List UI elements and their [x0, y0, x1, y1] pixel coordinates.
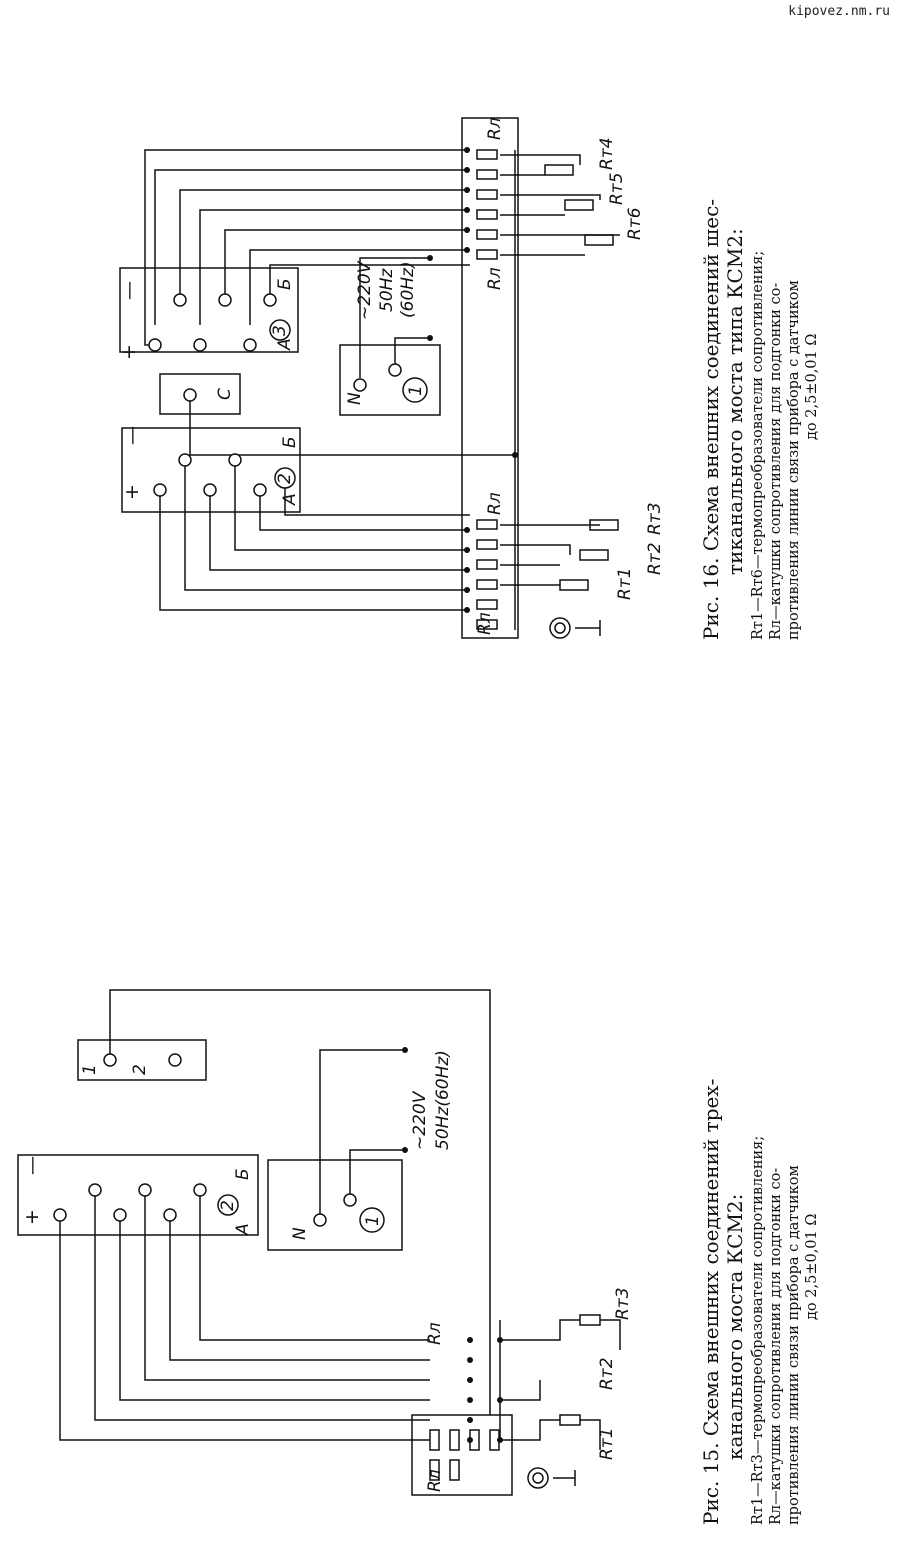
label-plus-fig15: + — [21, 1209, 43, 1225]
supply-line-3-fig16: (60Hz) — [398, 261, 418, 318]
figure-15-caption: Рис. 15. Схема внешних соединений трех- … — [699, 1079, 820, 1525]
box-output-fig15 — [77, 1039, 207, 1081]
fig15-caption-text-3: противления линии связи прибора с датчик… — [786, 1165, 802, 1525]
device-box-3 — [119, 267, 299, 353]
power-box-1 — [339, 344, 441, 416]
sensors-rt1-rt3 — [500, 519, 619, 591]
ground-symbol-fig15 — [527, 1467, 549, 1489]
circle-label-1-fig16: 1 — [406, 385, 426, 396]
label-n-fig16: N — [345, 392, 365, 405]
label-a-box2: А — [280, 493, 300, 506]
label-rt1-fig15: Rт1 — [597, 1427, 617, 1460]
figure-16-schematic — [119, 117, 620, 639]
label-n-fig15: N — [290, 1227, 310, 1240]
label-b-box2: Б — [280, 436, 300, 448]
fig15-caption-text-2: Rл—катушки сопротивления для подгонки со… — [768, 1168, 784, 1525]
label-a-fig15: А — [233, 1223, 253, 1236]
label-rt2-fig16: Rт2 — [645, 542, 665, 575]
label-rl-top: Rл — [485, 117, 505, 140]
fig16-caption-text-2: Rл—катушки сопротивления для подгонки со… — [768, 283, 784, 640]
sensors-rt4-rt6 — [500, 154, 620, 256]
label-plus-box3: + — [118, 344, 140, 360]
label-rl-low: Rл — [485, 492, 505, 515]
fig15-caption-text-4: до 2,5±0,01 Ω — [804, 1214, 820, 1320]
fig16-caption-title-1: Рис. 16. Схема внешних соединений шес- — [699, 199, 723, 640]
sensors-fig15 — [500, 1314, 621, 1450]
supply-line-1-fig16: ~220V — [355, 260, 375, 320]
label-rt2-fig15: Rт2 — [597, 1357, 617, 1390]
fig16-caption-text-3: противления линии связи прибора с датчик… — [786, 280, 802, 640]
fig15-caption-title-1: Рис. 15. Схема внешних соединений трех- — [699, 1079, 723, 1525]
fig15-caption-text-1: Rт1—Rт3—термопреобразователи сопротивлен… — [750, 1136, 766, 1525]
figure-16-labels: Rт1 Rт2 Rт3 Rт4 Rт5 Rт6 Rл Rл Rл Rл + — … — [118, 117, 665, 635]
figure-15-labels: Rт1 Rт2 Rт3 Rл Rл + — А Б N 2 1 1 2 ~220… — [21, 1050, 633, 1492]
label-b-fig15: Б — [233, 1168, 253, 1180]
label-rl-mid: Rл — [485, 267, 505, 290]
label-t2-fig15: 2 — [130, 1064, 150, 1075]
figure-16-caption: Рис. 16. Схема внешних соединений шес- т… — [699, 199, 820, 640]
label-rl-bottom: Rл — [475, 612, 495, 635]
label-minus-box2: — — [121, 426, 143, 445]
label-rt5: Rт5 — [607, 172, 627, 205]
fig16-caption-text-4: до 2,5±0,01 Ω — [804, 334, 820, 440]
rl-resistors-fig16 — [476, 149, 498, 630]
label-a-box3: А — [275, 338, 295, 351]
fig16-caption-title-2: тиканального моста типа КСМ2: — [723, 228, 747, 575]
rl-resistors-fig15 — [429, 1429, 500, 1481]
terminal-block-fig16 — [461, 117, 519, 639]
fig15-caption-title-2: канального моста КСМ2: — [723, 1194, 747, 1460]
terminal-block-fig15 — [411, 1414, 513, 1496]
label-plus-box2: + — [121, 484, 143, 500]
label-rt1-fig16: Rт1 — [615, 567, 635, 600]
label-rl-fig15-top: Rл — [425, 1322, 445, 1345]
figure-15-schematic — [17, 989, 621, 1496]
label-minus-box3: — — [118, 281, 140, 300]
label-rt3-fig15: Rт3 — [613, 1287, 633, 1320]
site-url: kipovez.nm.ru — [788, 4, 890, 19]
ground-symbol-fig16 — [549, 617, 571, 639]
circle-label-3: 3 — [270, 325, 290, 336]
device-box-2 — [121, 427, 301, 513]
supply-line-2-fig15: 50Hz(60Hz) — [433, 1050, 453, 1150]
device-box-2-fig15 — [17, 1154, 259, 1236]
supply-line-1-fig15: ~220V — [410, 1090, 430, 1150]
label-minus-fig15: — — [21, 1156, 43, 1175]
circle-label-2-fig15: 2 — [218, 1200, 238, 1211]
label-rt3-fig16: Rт3 — [645, 502, 665, 535]
label-b-box3: Б — [275, 278, 295, 290]
label-rt6: Rт6 — [625, 207, 645, 240]
label-c: С — [215, 388, 235, 400]
label-rt4: Rт4 — [597, 137, 617, 170]
supply-line-2-fig16: 50Hz — [377, 268, 397, 312]
label-t1-fig15: 1 — [80, 1064, 100, 1075]
circle-label-1-fig15: 1 — [363, 1215, 383, 1226]
circle-label-2-fig16: 2 — [275, 473, 295, 484]
power-box-fig15 — [267, 1159, 403, 1251]
box-c — [159, 373, 241, 415]
fig16-caption-text-1: Rт1—Rт6—термопреобразователи сопротивлен… — [750, 251, 766, 640]
label-rl-fig15-bottom: Rл — [425, 1469, 445, 1492]
